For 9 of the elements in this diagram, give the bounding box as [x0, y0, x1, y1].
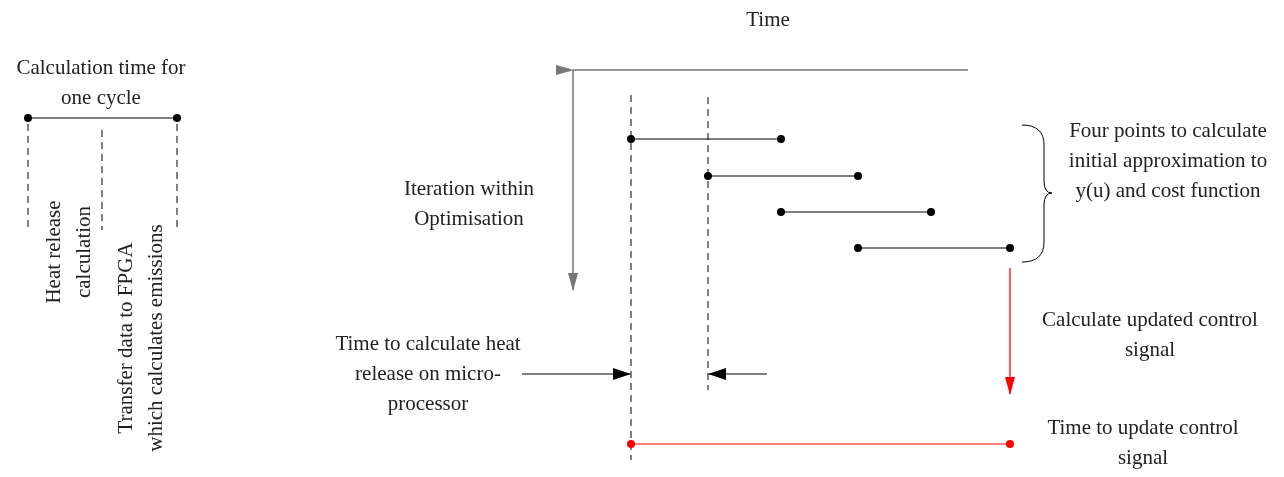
interval-label: Heat release calculation: [40, 199, 96, 306]
interval-label: Time to update control signal: [1046, 414, 1240, 471]
dimension-label: Time to calculate heat release on micro-processor: [334, 330, 522, 417]
interval-label: Transfer data to FPGA which calculates emissions: [112, 223, 168, 453]
interval-label: Calculation time for one cycle: [15, 54, 187, 111]
axis-label: Iteration within Optimisation: [402, 175, 536, 232]
arrow-note: Calculate updated control signal: [1041, 306, 1259, 363]
axis-label: Time: [745, 6, 791, 33]
brace-note: Four points to calculate initial approximation to y(u) and cost function: [1068, 117, 1268, 204]
